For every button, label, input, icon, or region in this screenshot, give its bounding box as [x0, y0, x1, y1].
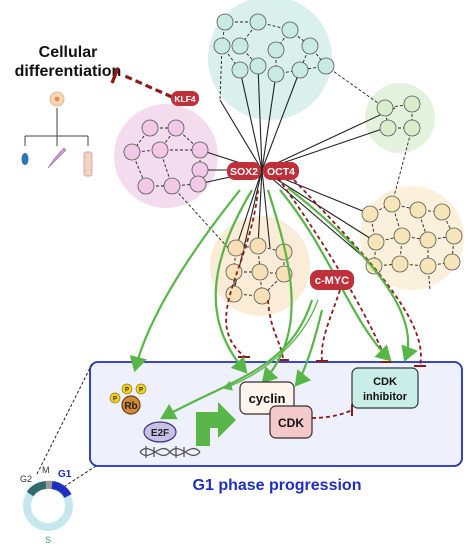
dna-icon [139, 446, 201, 458]
klf4-inhibition-line [110, 67, 173, 99]
g2-label: G2 [20, 474, 32, 484]
module-teal-bg [208, 0, 332, 120]
svg-text:KLF4: KLF4 [174, 94, 196, 104]
cdk-inhibitor-box: CDK inhibitor [351, 367, 419, 409]
module-yellow-right [361, 195, 463, 291]
svg-text:inhibitor: inhibitor [363, 391, 408, 403]
svg-text:E2F: E2F [151, 428, 169, 439]
inhibition-lines [225, 177, 422, 419]
m-label: M [42, 465, 50, 475]
s-label: S [45, 535, 51, 545]
svg-text:P: P [139, 388, 143, 394]
title-line-2: differentiation [15, 63, 122, 80]
svg-text:Rb: Rb [124, 401, 137, 412]
svg-text:CDK: CDK [373, 376, 397, 388]
oct4-label: OCT4 [263, 162, 299, 180]
svg-text:P: P [113, 397, 117, 403]
title-line-1: Cellular [39, 44, 98, 61]
differentiation-tree-icon [21, 91, 93, 177]
svg-text:c-MYC: c-MYC [315, 275, 349, 287]
activation-arrows [129, 187, 418, 420]
svg-text:OCT4: OCT4 [267, 166, 295, 178]
svg-text:CDK: CDK [278, 416, 304, 430]
module-teal [213, 13, 386, 109]
g1-label: G1 [58, 469, 72, 480]
klf4-label: KLF4 [171, 91, 199, 106]
sox2-label: SOX2 [227, 162, 261, 180]
cell-cycle-ring: G2 M G1 S [20, 363, 97, 545]
svg-text:cyclin: cyclin [249, 391, 286, 406]
svg-text:P: P [125, 388, 129, 394]
svg-text:SOX2: SOX2 [230, 166, 258, 178]
module-green [376, 95, 421, 205]
module-pink [123, 119, 231, 251]
e2f-protein: E2F [143, 421, 177, 443]
module-green-bg [365, 83, 435, 153]
cdk-box: CDK [269, 405, 313, 439]
rb-protein: Rb P P P [109, 383, 147, 415]
transcription-arrow-icon [196, 402, 236, 446]
g1-phase-progression-label: G1 phase progression [193, 477, 362, 494]
cmyc-label: c-MYC [310, 270, 354, 290]
